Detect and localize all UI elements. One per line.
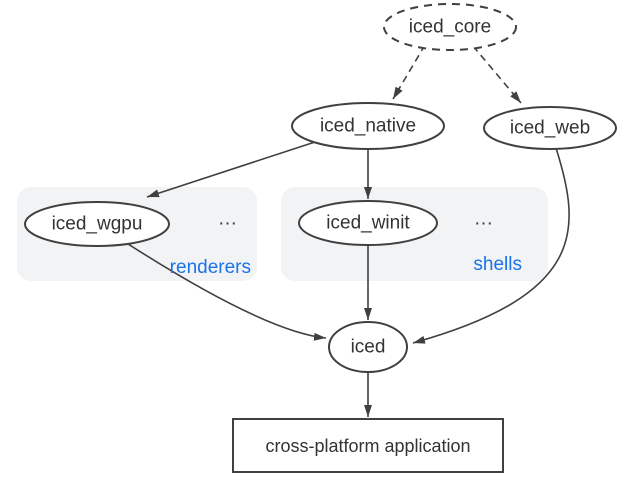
shells-group-label: shells: [473, 254, 522, 275]
node-label-iced-web: iced_web: [509, 117, 591, 139]
node-iced-winit-shape: [298, 200, 438, 246]
node-label-iced: iced: [350, 336, 386, 358]
node-label-iced-wgpu: iced_wgpu: [51, 213, 143, 235]
edges-group: [124, 44, 570, 417]
shells-more-indicator: ...: [474, 208, 494, 230]
edge-iced-wgpu-to-iced: [124, 241, 327, 341]
edge-iced-native-to-iced-wgpu: [146, 141, 316, 198]
edge-iced-web-to-iced: [412, 147, 570, 344]
renderers-group-label: renderers: [169, 257, 251, 278]
node-iced-wgpu-shape: [24, 201, 170, 247]
edge-iced-core-to-iced-native: [392, 44, 426, 100]
node-iced-native-shape: [291, 102, 445, 150]
node-app-shape: [232, 418, 504, 473]
node-iced-web-shape: [483, 106, 617, 150]
node-label-iced-winit: iced_winit: [326, 212, 410, 234]
renderers-more-indicator: ...: [218, 208, 238, 230]
node-label-iced-core: iced_core: [408, 16, 492, 38]
edge-iced-core-to-iced-web: [472, 45, 522, 104]
node-shapes-group: [24, 3, 617, 473]
node-iced-shape: [328, 321, 408, 373]
node-label-iced-native: iced_native: [319, 115, 417, 137]
node-label-app: cross-platform application: [265, 436, 471, 456]
node-iced-core-shape: [383, 3, 517, 51]
